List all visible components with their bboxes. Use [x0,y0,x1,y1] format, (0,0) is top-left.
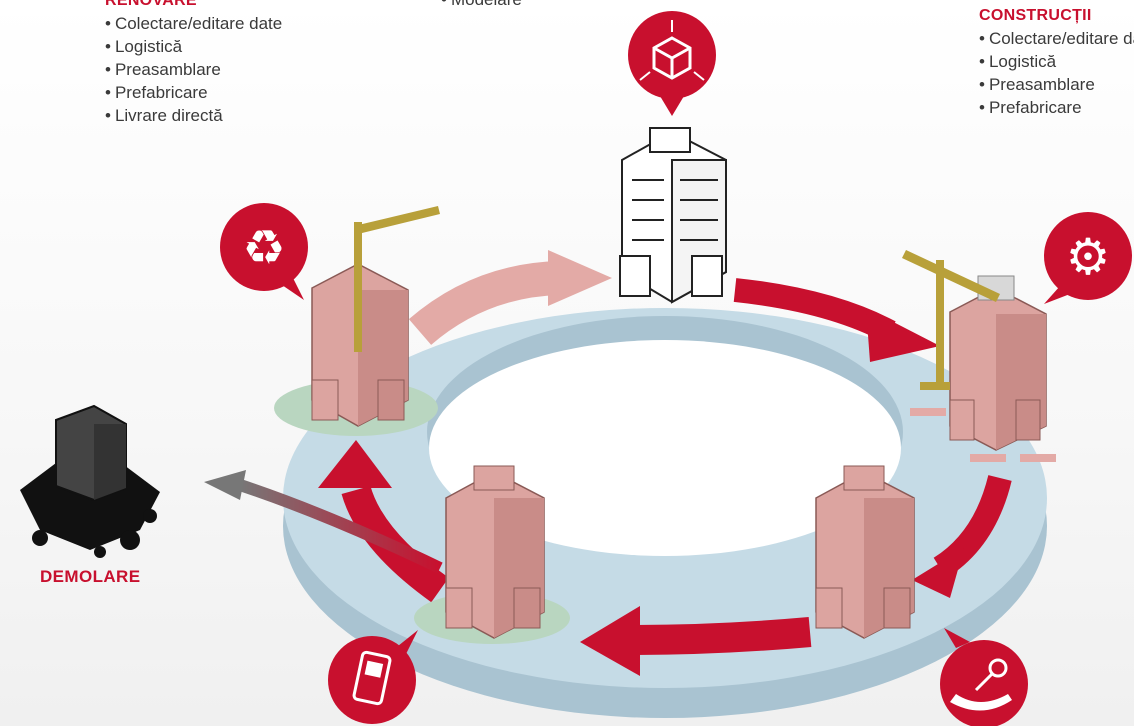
proiectare-block: Modelare [441,0,522,11]
building-constructii [902,250,1056,462]
list-item: Modelare [441,0,522,11]
building-utilizare [414,465,570,644]
gear-icon: ⚙ [1044,212,1132,304]
box-3d-icon [628,11,716,116]
list-item: Logistică [979,50,1134,73]
arrow-to-demolare [204,470,246,500]
demolare-label: DEMOLARE [40,567,141,586]
hand-key-icon [940,628,1028,726]
constructii-heading: CONSTRUCȚII [979,7,1092,24]
crane-renovare [354,206,440,352]
svg-text:⚙: ⚙ [1066,228,1111,286]
demolished-building [20,404,160,558]
constructii-list: Colectare/editare date Logistică Preasam… [979,27,1134,119]
list-item: Colectare/editare date [105,12,282,35]
arrow-exploatare-to-utilizare [580,606,640,676]
renovare-block: RENOVARE Colectare/editare date Logistic… [105,0,282,127]
arrow-proiectare-to-constructii [866,308,940,362]
list-item: Preasamblare [105,58,282,81]
renovare-heading: RENOVARE [105,0,197,9]
crane-constructii [902,250,1000,390]
building-renovare [274,206,440,436]
building-proiectare [619,127,727,304]
list-item: Prefabricare [979,96,1134,119]
cycle-arrows [204,250,1012,676]
arrow-constructii-to-exploatare [912,548,964,598]
arrow-utilizare-to-renovare [318,440,392,488]
proiectare-list: Modelare [441,0,522,11]
list-item: Logistică [105,35,282,58]
material-stacks [910,408,1056,462]
arrow-renovare-to-proiectare [548,250,612,306]
recycle-icon: ♻ [220,203,308,300]
svg-text:♻: ♻ [242,220,285,276]
list-item: Preasamblare [979,73,1134,96]
mobile-phone-icon [328,630,418,724]
list-item: Colectare/editare date [979,27,1134,50]
list-item: Livrare directă [105,104,282,127]
list-item: Prefabricare [105,81,282,104]
renovare-list: Colectare/editare date Logistică Preasam… [105,12,282,127]
constructii-block: CONSTRUCȚII Colectare/editare date Logis… [979,4,1134,119]
building-exploatare [815,465,915,639]
